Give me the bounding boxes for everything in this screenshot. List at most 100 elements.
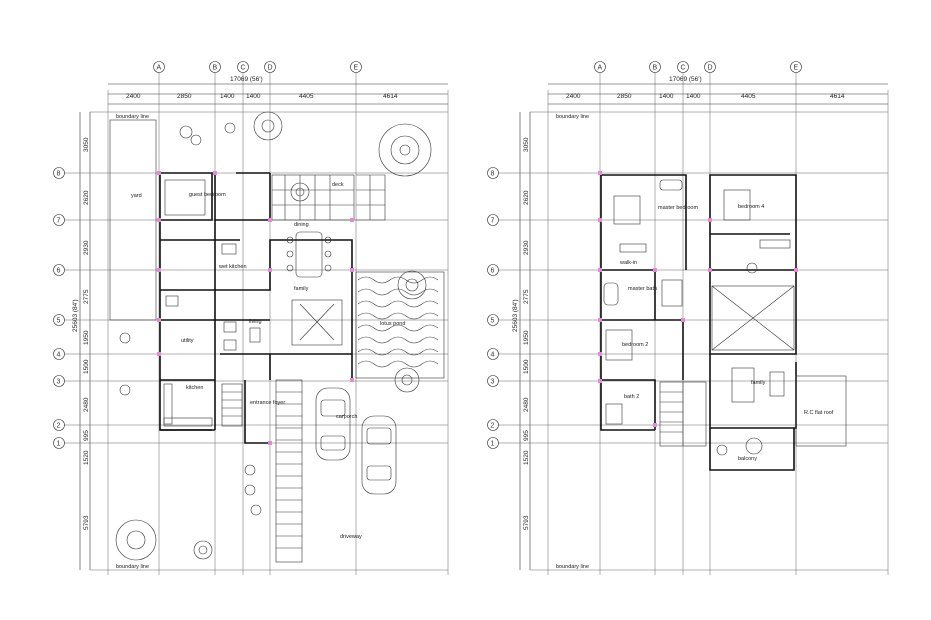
span-dim: 5793 [83, 515, 90, 530]
grid-bubble-label: 2 [57, 423, 61, 430]
ground-floor-plan: 17069 (56') 2400 2850 1400 1400 4405 461… [53, 61, 449, 575]
span-dim: 4405 [741, 93, 756, 100]
room-label-utility: utility [181, 338, 194, 344]
tree-icon [397, 270, 427, 300]
room-label-yard: yard [131, 193, 142, 199]
grid-bubble-label: 2 [491, 423, 495, 430]
first-floor-plan: 17069 (56') 2400 2850 1400 1400 4405 461… [487, 61, 889, 575]
grid-bubble-label: A [598, 65, 603, 72]
span-dim: 1520 [523, 450, 530, 465]
tree-icon [193, 540, 213, 560]
row-dims: 3050 2620 2930 2775 1950 1500 2480 995 1… [72, 137, 90, 530]
grid-bubble-label: E [794, 65, 799, 72]
grid-bubble-label: 3 [491, 379, 495, 386]
room-label-entrance-foyer: entrance foyer [250, 400, 285, 406]
span-dim: 5793 [523, 515, 530, 530]
lotus-pond-waves [355, 271, 445, 379]
grid-bubble-label: E [354, 65, 359, 72]
column-bubbles: A B C D E [153, 61, 362, 73]
span-dim: 1500 [83, 359, 90, 374]
boundary-line-label: boundary line [556, 114, 589, 120]
overall-depth-dim: 25603 (84') [512, 299, 519, 332]
room-label-lotus-pond: lotus pond [380, 321, 405, 327]
room-label-kitchen: kitchen [186, 385, 203, 391]
span-dim: 2850 [177, 93, 192, 100]
span-dim: 2775 [83, 289, 90, 304]
column-bubbles: A B C D E [594, 61, 802, 73]
grid-bubble-label: C [681, 65, 686, 72]
grid-bubble-label: 7 [491, 218, 495, 225]
boundary-line-label: boundary line [116, 114, 149, 120]
room-label-family: family [294, 286, 309, 292]
room-label-bedroom-2: bedroom 2 [622, 342, 648, 348]
grid-bubble-label: 5 [57, 318, 61, 325]
grid-bubble-label: 3 [57, 379, 61, 386]
span-dim: 4614 [830, 93, 845, 100]
span-dim: 1950 [83, 330, 90, 345]
room-label-bath-2: bath 2 [624, 394, 639, 400]
span-dim: 2930 [523, 240, 530, 255]
room-label-rc-flat-roof: R.C flat roof [804, 410, 834, 416]
room-label-balcony: balcony [738, 456, 757, 462]
room-label-carporch: carporch [336, 414, 357, 420]
room-label-bedroom-4: bedroom 4 [738, 204, 764, 210]
room-label-family: family [751, 380, 766, 386]
tree-icon [253, 111, 283, 141]
grid-bubble-label: 4 [491, 352, 495, 359]
grid-bubble-label: 5 [491, 318, 495, 325]
span-dim: 1950 [523, 330, 530, 345]
span-dim: 4614 [383, 93, 398, 100]
span-dim: 2400 [126, 93, 141, 100]
span-dim: 995 [523, 430, 530, 441]
room-label-dining: dining [294, 222, 309, 228]
span-dim: 1520 [83, 450, 90, 465]
row-bubbles: 8 7 6 5 4 3 2 1 [487, 167, 499, 449]
grid-bubble-label: 6 [57, 268, 61, 275]
room-label-walkin: walk-in [619, 260, 637, 266]
span-dim: 2480 [523, 397, 530, 412]
room-label-driveway: driveway [340, 534, 362, 540]
grid-bubble-label: 6 [491, 268, 495, 275]
room-label-deck: deck [332, 182, 344, 188]
grid-bubble-label: 4 [57, 352, 61, 359]
span-dim: 1500 [523, 359, 530, 374]
grid-bubble-label: 1 [491, 441, 495, 448]
span-dim: 1400 [686, 93, 701, 100]
grid-bubble-label: B [213, 65, 218, 72]
span-dim: 2930 [83, 240, 90, 255]
span-dim: 2850 [617, 93, 632, 100]
room-label-master-bath: master bath [628, 286, 657, 292]
row-dims: 3050 2620 2930 2775 1950 1500 2480 995 1… [512, 137, 530, 530]
tree-icon [378, 123, 432, 177]
grid-bubble-label: 8 [57, 171, 61, 178]
shrub-icon [119, 122, 262, 516]
span-dim: 2480 [83, 397, 90, 412]
grid-bubble-label: 8 [491, 171, 495, 178]
grid-bubble-label: B [653, 65, 658, 72]
span-dim: 1400 [659, 93, 674, 100]
grid-bubble-label: D [708, 65, 713, 72]
span-dim: 2400 [566, 93, 581, 100]
span-dim: 3050 [83, 137, 90, 152]
room-label-master-bedroom: master bedroom [658, 205, 698, 211]
tree-icon [115, 519, 157, 561]
car-icon [361, 415, 397, 495]
row-bubbles: 8 7 6 5 4 3 2 1 [53, 167, 65, 449]
overall-width-dim: 17069 (56') [230, 76, 263, 83]
span-dim: 2775 [523, 289, 530, 304]
tree-icon [394, 367, 420, 393]
grid-bubble-label: 1 [57, 441, 61, 448]
overall-width-dim: 17069 (56') [669, 76, 702, 83]
boundary-line-label: boundary line [116, 564, 149, 570]
car-icon [315, 387, 351, 461]
grid-markers [598, 171, 798, 427]
span-dim: 4405 [299, 93, 314, 100]
grid-bubble-label: A [157, 65, 162, 72]
grid-markers [157, 171, 354, 445]
room-label-living: living [249, 319, 262, 325]
grid-bubble-label: C [241, 65, 246, 72]
room-label-wet-kitchen: wet kitchen [218, 264, 247, 270]
boundary-line-label: boundary line [556, 564, 589, 570]
span-dim: 3050 [523, 137, 530, 152]
